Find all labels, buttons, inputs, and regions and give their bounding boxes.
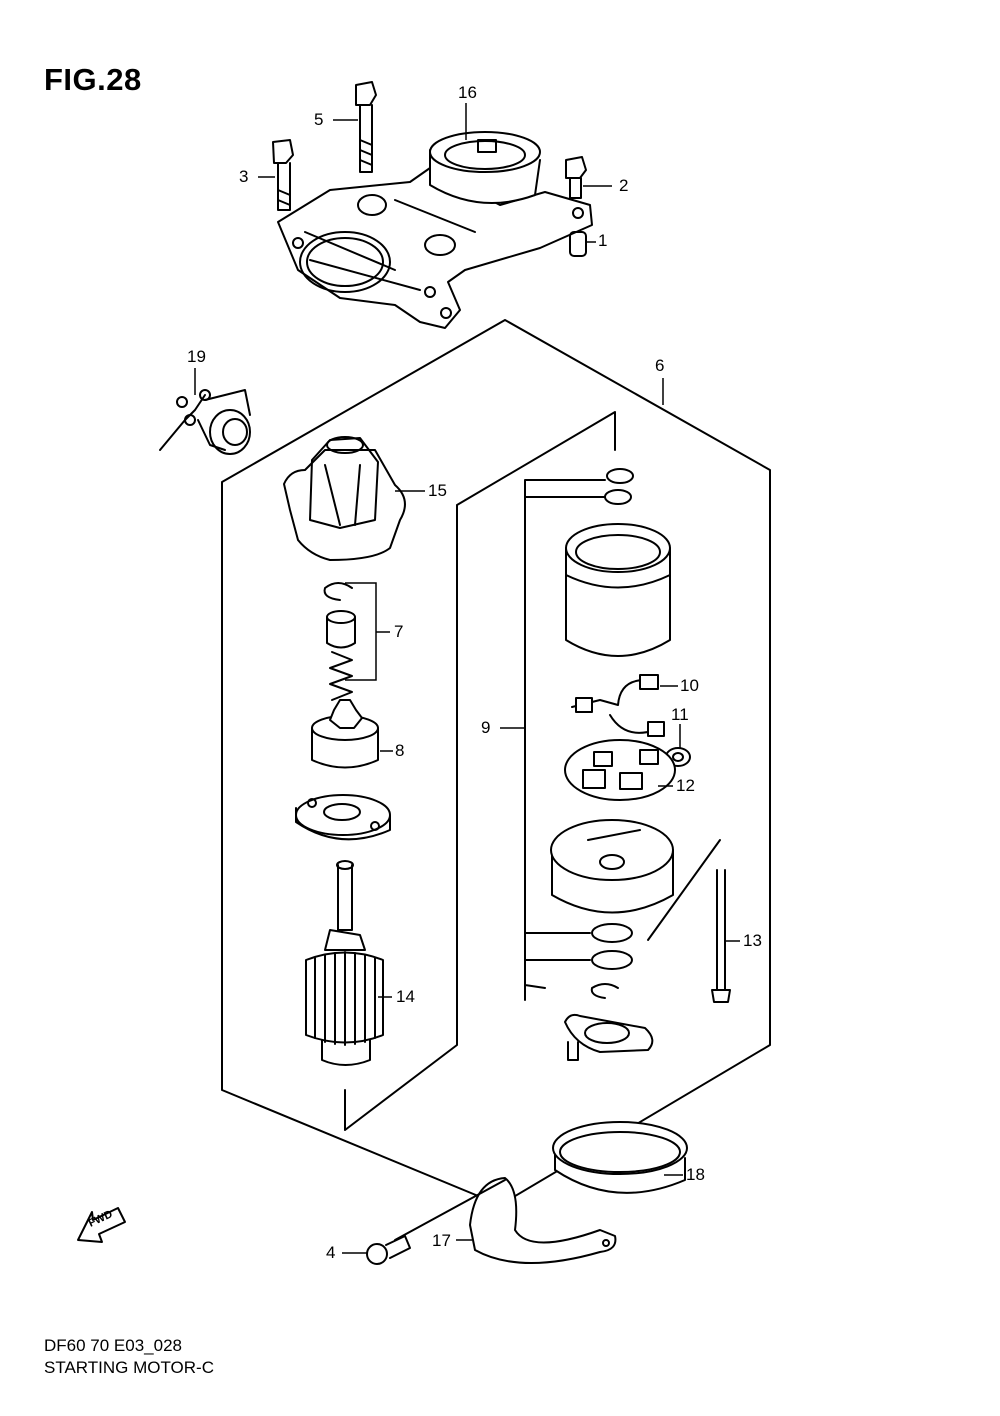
- callout-2: 2: [619, 176, 629, 195]
- callout-14: 14: [396, 987, 415, 1006]
- cover-leader: [647, 839, 721, 941]
- solenoid-switch: [159, 389, 251, 455]
- callout-7: 7: [394, 622, 404, 641]
- washer-leaders: [524, 479, 606, 1001]
- bearing-plate: [295, 794, 391, 841]
- assembly-outline-6: [221, 319, 771, 1206]
- inner-outline: [344, 411, 616, 1131]
- collar-1: [569, 231, 587, 257]
- callout-11: 11: [671, 705, 689, 724]
- clip-ring: [323, 582, 353, 601]
- callout-1: 1: [598, 231, 608, 250]
- spring: [329, 651, 353, 701]
- mounting-bracket: [277, 167, 593, 329]
- through-bolt: [711, 869, 731, 1003]
- mounting-strap: [469, 1177, 617, 1264]
- end-cover: [550, 819, 674, 914]
- bolt-2: [565, 156, 587, 199]
- figure-title: FIG.28: [44, 62, 142, 97]
- figure-code: DF60 70 E03_028: [44, 1336, 182, 1355]
- end-cap-plate: [564, 1013, 654, 1061]
- band-cover: [552, 1121, 688, 1194]
- callout-8: 8: [395, 741, 405, 760]
- brush-holder: [564, 739, 676, 801]
- callout-10: 10: [680, 676, 699, 695]
- brush-lead: [571, 674, 665, 737]
- washer-top-2: [604, 489, 632, 505]
- callout-12: 12: [676, 776, 695, 795]
- callout-6: 6: [655, 356, 665, 375]
- pinion-gear: [311, 699, 379, 769]
- washer-a: [591, 923, 633, 943]
- sleeve: [326, 610, 356, 649]
- figure-name: STARTING MOTOR-C: [44, 1358, 214, 1377]
- bracket-ring: [429, 131, 541, 204]
- callout-5: 5: [314, 110, 324, 129]
- washer-top-1: [606, 468, 634, 484]
- drive-housing: [283, 436, 406, 561]
- yoke: [565, 523, 671, 657]
- callout-19: 19: [187, 347, 206, 366]
- callout-15: 15: [428, 481, 447, 500]
- callout-4: 4: [326, 1243, 336, 1262]
- e-ring: [590, 983, 619, 999]
- bolt-3: [272, 139, 294, 211]
- washer-b: [591, 950, 633, 970]
- callout-18: 18: [686, 1165, 705, 1184]
- armature: [305, 860, 384, 1066]
- callout-13: 13: [743, 931, 762, 950]
- strap-leader: [394, 1179, 506, 1241]
- callout-3: 3: [239, 167, 249, 186]
- callout-9: 9: [481, 718, 491, 737]
- callout-17: 17: [432, 1231, 451, 1250]
- fwd-arrow-icon: [77, 1207, 126, 1243]
- callout-16: 16: [458, 83, 477, 102]
- bolt-5: [355, 81, 377, 173]
- bolt-4: [366, 1235, 411, 1265]
